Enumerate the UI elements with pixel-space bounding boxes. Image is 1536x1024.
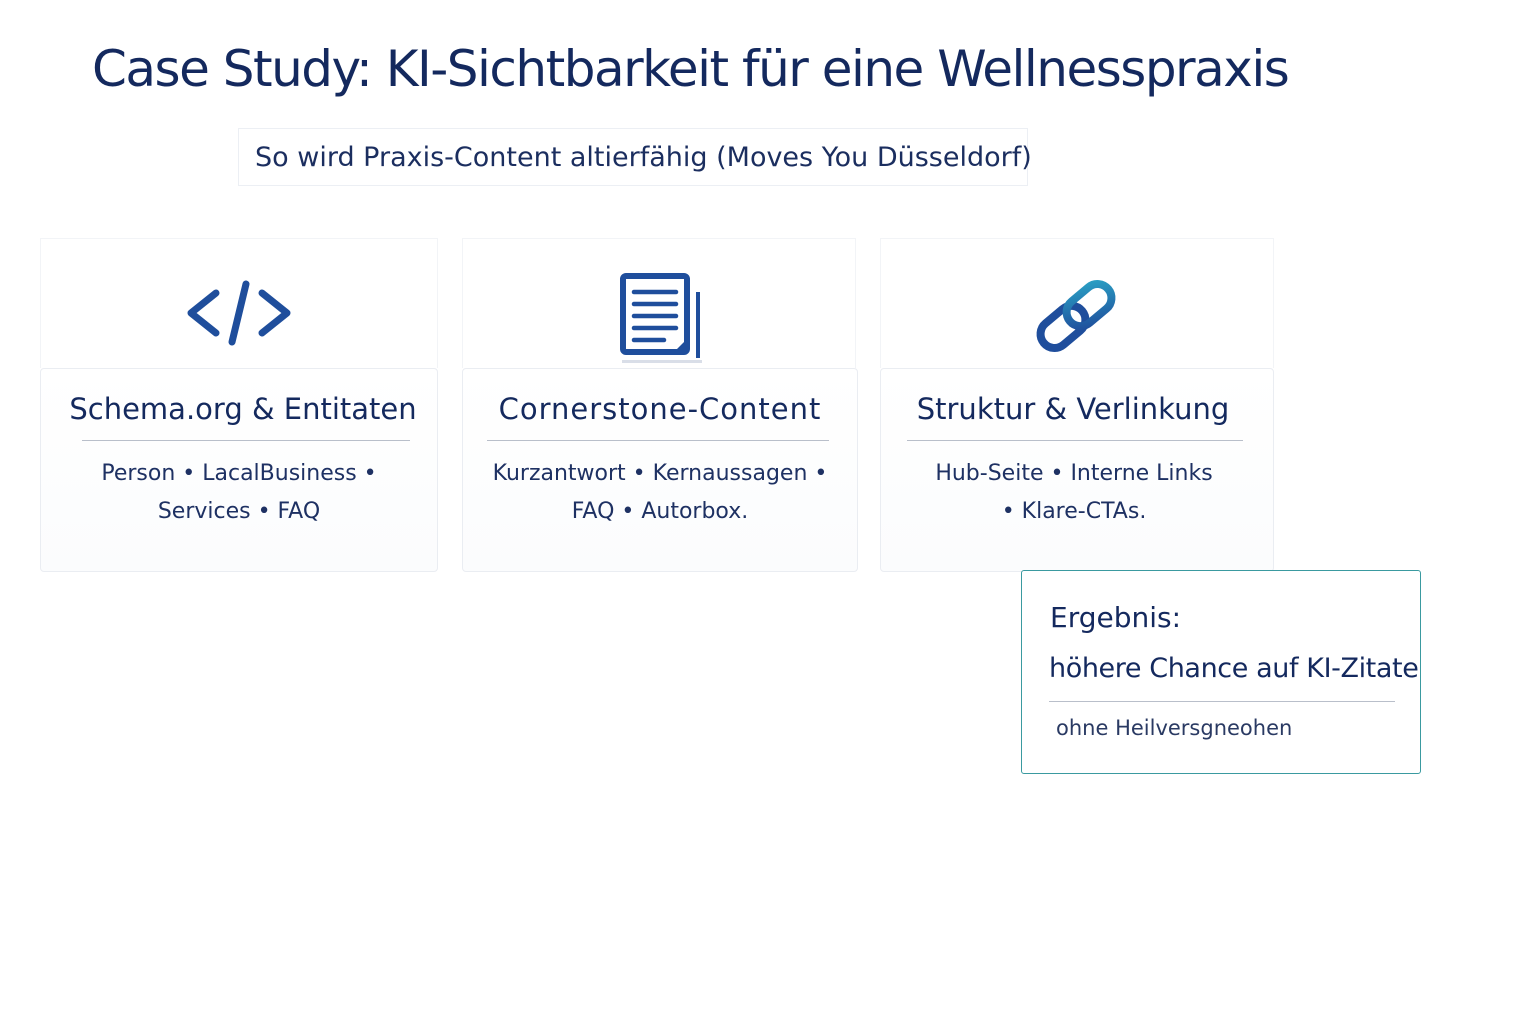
- card-cornerstone: [462, 368, 858, 572]
- card-1-line-1: Person • LacalBusiness •: [101, 461, 377, 486]
- card-schema: [40, 368, 438, 572]
- card-1-body: Person • LacalBusiness • Services • FAQ: [40, 455, 438, 531]
- card-3-body: Hub-Seite • Interne Links • Klare-CTAs.: [880, 455, 1268, 531]
- card-3-title: Struktur & Verlinkung: [916, 392, 1230, 426]
- code-icon: [186, 278, 292, 348]
- card-3-divider: [907, 440, 1243, 441]
- card-3-line-1: Hub-Seite • Interne Links: [935, 461, 1213, 486]
- card-2-line-2: FAQ • Autorbox.: [571, 499, 749, 524]
- card-2-divider: [487, 440, 829, 441]
- card-2-body: Kurzantwort • Kernaussagen • FAQ • Autor…: [462, 455, 858, 531]
- card-1-title: Schema.org & Entitaten: [69, 392, 417, 426]
- subtitle-box: So wird Praxis-Content altierfähig (Move…: [238, 128, 1032, 186]
- result-main: höhere Chance auf KI-Zitate: [1049, 653, 1419, 684]
- card-2-line-1: Kurzantwort • Kernaussagen •: [492, 461, 828, 486]
- result-note: ohne Heilversgneohen: [1056, 716, 1293, 740]
- card-1-divider: [82, 440, 410, 441]
- subtitle: So wird Praxis-Content altierfähig (Move…: [255, 141, 1032, 173]
- card-struktur: [880, 368, 1274, 572]
- card-1-line-2: Services • FAQ: [157, 499, 321, 524]
- document-icon: [618, 272, 704, 366]
- result-divider: [1049, 701, 1395, 702]
- link-icon: [1030, 272, 1122, 360]
- result-box: Ergebnis: höhere Chance auf KI-Zitate oh…: [1021, 570, 1421, 774]
- result-label: Ergebnis:: [1050, 601, 1182, 634]
- card-2-title: Cornerstone-Content: [498, 392, 822, 426]
- page-title: Case Study: KI-Sichtbarkeit für eine Wel…: [92, 40, 1290, 98]
- card-3-line-2: • Klare-CTAs.: [1001, 499, 1147, 524]
